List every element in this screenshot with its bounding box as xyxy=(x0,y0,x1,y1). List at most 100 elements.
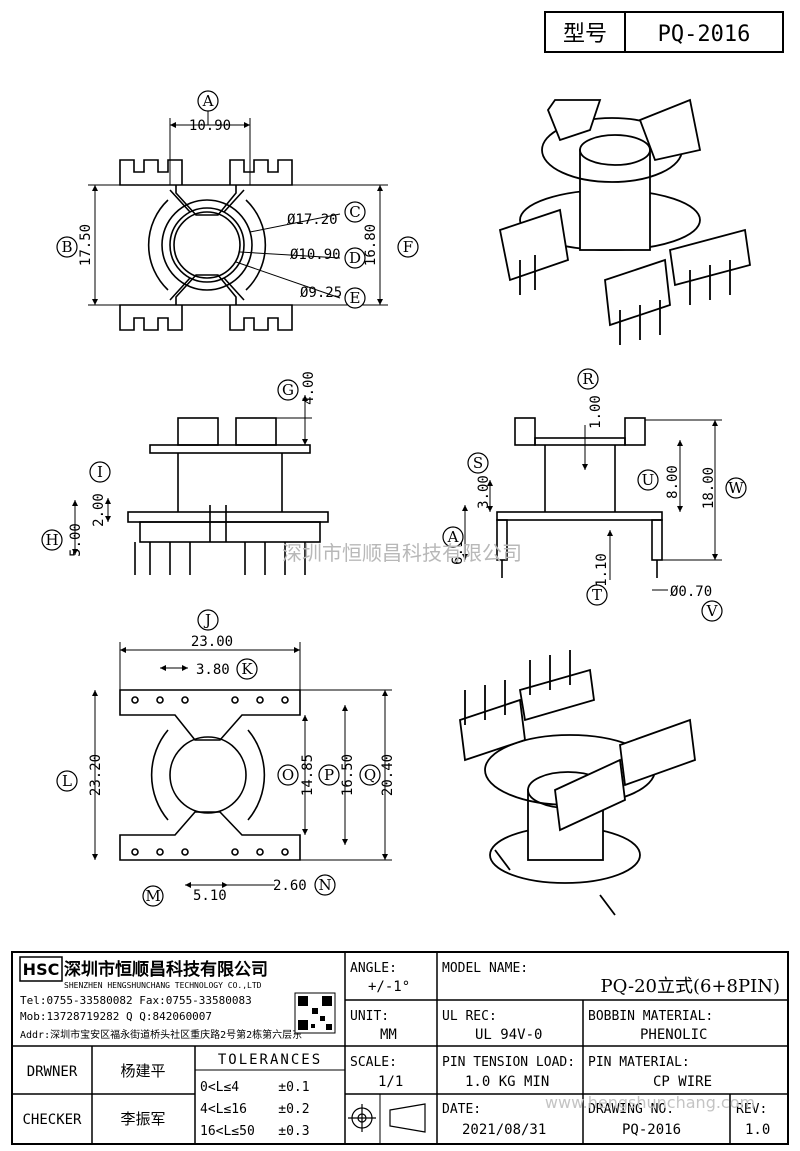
checker-label: CHECKER xyxy=(22,1112,82,1128)
iso-view-bottom xyxy=(459,650,696,916)
ul-label: UL REC: xyxy=(442,1009,497,1024)
callout-m: M xyxy=(145,887,160,905)
tolerance-row-2: 4<L≤16 ±0.2 xyxy=(200,1102,310,1117)
company-logo xyxy=(19,956,63,982)
dim-top-c: Ø17.20 xyxy=(287,212,338,228)
unit-value: MM xyxy=(380,1027,397,1043)
callout-r: R xyxy=(582,370,594,388)
front-view-dims xyxy=(72,395,312,555)
callout-c: C xyxy=(349,203,360,221)
dim-top-b: 17.50 xyxy=(78,224,94,266)
checker-value: 李振军 xyxy=(120,1110,165,1128)
callout-s: S xyxy=(473,454,483,472)
top-view-dims xyxy=(88,110,388,306)
dim-side-v: Ø0.70 xyxy=(670,584,712,600)
model-name-label: MODEL NAME: xyxy=(442,961,528,976)
dim-bottom-m: 5.10 xyxy=(193,888,227,904)
side-view-labels: 1.00 3.00 6.10 1.10 8.00 18.00 Ø0.70 xyxy=(450,395,717,600)
tension-label: PIN TENSION LOAD: xyxy=(442,1055,575,1070)
callout-i: I xyxy=(97,463,103,481)
company-logo-text: HSC xyxy=(23,960,60,979)
tolerances-label: TOLERANCES xyxy=(218,1052,322,1068)
callout-e: E xyxy=(350,289,361,307)
callout-p: P xyxy=(324,766,334,784)
title-block xyxy=(11,951,789,1145)
company-tel: Tel:0755-33580082 Fax:0755-33580083 xyxy=(20,994,252,1007)
callout-l: L xyxy=(62,772,72,790)
model-label: 型号 xyxy=(563,22,607,47)
top-view-labels: 10.90 17.50 Ø17.20 Ø10.90 Ø9.25 16.80 xyxy=(78,118,379,301)
dim-top-e: Ø9.25 xyxy=(300,285,342,301)
callout-t: T xyxy=(592,586,602,604)
dim-side-u: 8.00 xyxy=(665,465,681,499)
dim-bottom-q: 20.40 xyxy=(380,754,396,796)
model-title-box: 型号 PQ-2016 xyxy=(544,11,784,53)
model-value: PQ-2016 xyxy=(658,22,751,47)
callout-f: F xyxy=(403,238,413,256)
callout-j: J xyxy=(203,611,211,629)
unit-label: UNIT: xyxy=(350,1009,389,1024)
angle-value: +/-1° xyxy=(368,979,410,995)
qr-code-icon xyxy=(294,992,336,1034)
callout-q: Q xyxy=(364,766,376,784)
dim-side-s: 3.00 xyxy=(476,475,492,509)
callout-a2: A xyxy=(447,528,459,546)
date-value: 2021/08/31 xyxy=(462,1122,546,1138)
angle-label: ANGLE: xyxy=(350,961,397,976)
drwner-value: 杨建平 xyxy=(120,1062,165,1080)
bottom-view-labels: 23.00 3.80 23.20 14.85 16.50 20.40 5.10 … xyxy=(88,634,396,904)
scale-label: SCALE: xyxy=(350,1055,397,1070)
dim-top-a: 10.90 xyxy=(189,118,231,134)
rev-label: REV: xyxy=(736,1102,767,1117)
pin-material-label: PIN MATERIAL: xyxy=(588,1055,690,1070)
bottom-view xyxy=(119,689,301,861)
front-view-labels: 4.00 2.00 5.00 xyxy=(68,371,317,557)
pin-material-value: CP WIRE xyxy=(653,1074,712,1090)
company-mob: Mob:13728719282 Q Q:842060007 xyxy=(20,1010,212,1023)
dim-front-h: 5.00 xyxy=(68,523,84,557)
callout-v: V xyxy=(706,602,719,620)
callout-a: A xyxy=(202,92,214,110)
dim-front-i: 2.00 xyxy=(91,493,107,527)
drwner-label: DRWNER xyxy=(27,1064,78,1080)
tolerance-row-3: 16<L≤50 ±0.3 xyxy=(200,1124,310,1139)
company-addr: Addr:深圳市宝安区福永街道桥头社区重庆路2号第2栋第六层东 xyxy=(20,1028,302,1041)
watermark-center: 深圳市恒顺昌科技有限公司 xyxy=(282,541,522,565)
top-view xyxy=(119,159,293,331)
callout-o: O xyxy=(282,766,294,784)
bobbin-value: PHENOLIC xyxy=(640,1027,707,1043)
callout-u: U xyxy=(642,471,655,489)
ul-value: UL 94V-0 xyxy=(475,1027,542,1043)
callout-n: N xyxy=(318,876,331,894)
company-info: HSC 深圳市恒顺昌科技有限公司 SHENZHEN HENGSHUNCHANG … xyxy=(19,956,336,1041)
callout-g: G xyxy=(282,381,294,399)
info-cells: ANGLE: +/-1° MODEL NAME: PQ-20立式(6+8PIN)… xyxy=(22,961,780,1139)
projection-symbol-icon xyxy=(348,1103,426,1133)
bobbin-label: BOBBIN MATERIAL: xyxy=(588,1009,713,1024)
dim-bottom-n: 2.60 xyxy=(273,878,307,894)
tension-value: 1.0 KG MIN xyxy=(465,1074,549,1090)
dim-bottom-l: 23.20 xyxy=(88,754,104,796)
drawing-label: DRAWING NO. xyxy=(588,1102,674,1117)
dim-bottom-p: 16.50 xyxy=(340,754,356,796)
callout-b: B xyxy=(61,238,72,256)
dim-top-f: 16.80 xyxy=(363,224,379,266)
dim-side-t: 1.10 xyxy=(594,553,610,587)
side-view xyxy=(496,417,663,578)
dim-bottom-o: 14.85 xyxy=(300,754,316,796)
drawing-value: PQ-2016 xyxy=(622,1122,681,1138)
callout-h: H xyxy=(45,531,58,549)
dim-bottom-k: 3.80 xyxy=(196,662,230,678)
dim-top-d: Ø10.90 xyxy=(290,247,341,263)
company-name-en: SHENZHEN HENGSHUNCHANG TECHNOLOGY CO.,LT… xyxy=(64,981,262,990)
dim-front-g: 4.00 xyxy=(301,371,317,405)
dim-side-w: 18.00 xyxy=(701,467,717,509)
callouts: A B C D E F G I H R S A U W T V J K L O … xyxy=(41,90,747,907)
callout-k: K xyxy=(241,660,253,678)
dim-bottom-j: 23.00 xyxy=(191,634,233,650)
callout-d: D xyxy=(349,249,361,267)
side-view-dims xyxy=(462,419,722,591)
company-name-cn: 深圳市恒顺昌科技有限公司 xyxy=(64,959,268,980)
front-view xyxy=(127,417,329,575)
